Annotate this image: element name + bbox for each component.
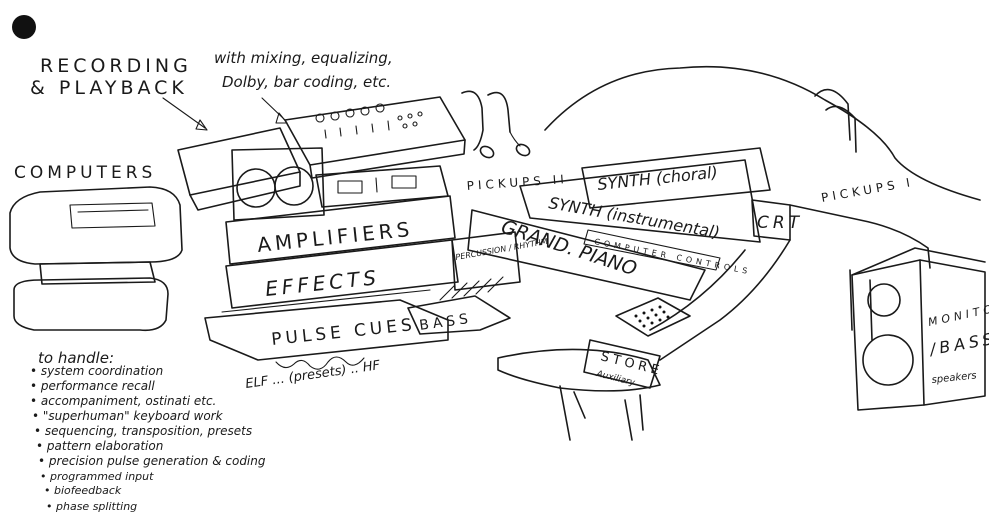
list-item: • performance recall	[30, 379, 155, 393]
list-item: • system coordination	[30, 364, 163, 378]
playback-title: & PLAYBACK	[30, 77, 188, 99]
computers-title: COMPUTERS	[14, 163, 156, 183]
synth-choral-label: SYNTH (choral)	[596, 162, 718, 194]
list-item: • precision pulse generation & coding	[38, 454, 266, 468]
computer-terminal	[10, 187, 182, 264]
pickups-ii: PICKUPS II	[462, 91, 568, 193]
deck-right	[285, 97, 465, 165]
deck-left	[178, 128, 300, 195]
list-item: • pattern elaboration	[36, 439, 163, 453]
list-item: • programmed input	[40, 470, 154, 483]
amplifier-stack: AMPLIFIERS EFFECTS PULSE CUES ELF ... (p…	[205, 196, 458, 392]
recording-title: RECORDING	[40, 55, 192, 77]
crt-label: CRT	[757, 213, 803, 233]
task-list: to handle: • system coordination • perfo…	[30, 349, 266, 513]
list-item: • biofeedback	[44, 484, 122, 497]
pulse-cues-label: PULSE CUES	[270, 315, 416, 350]
amplifiers-label: AMPLIFIERS	[256, 217, 414, 257]
computers-group: COMPUTERS	[10, 163, 182, 330]
pickups-i: PICKUPS I	[820, 175, 915, 205]
speaker-cone-left	[237, 169, 275, 207]
synth-instrumental-label: SYNTH (instrumental)	[547, 193, 721, 242]
computer-drive	[14, 278, 168, 330]
speakers-label: speakers	[931, 370, 977, 386]
list-item: • sequencing, transposition, presets	[34, 424, 252, 438]
computer-base	[40, 262, 155, 284]
dolby-note: Dolby, bar coding, etc.	[222, 73, 391, 91]
effects-label: EFFECTS	[264, 265, 381, 301]
computer-screen	[70, 203, 155, 228]
monitor-speaker: MONITOR /BASS speakers	[852, 248, 989, 410]
monitor-woofer-bottom	[863, 335, 913, 385]
keypad	[616, 298, 690, 336]
auxiliary-label: Auxiliary	[594, 369, 636, 389]
monitor-label: MONITOR	[927, 299, 989, 328]
list-item: • accompaniment, ostinati etc.	[30, 394, 216, 408]
monitor-bass-label: /BASS	[926, 329, 989, 360]
list-item: • "superhuman" keyboard work	[32, 409, 224, 423]
corner-dot	[12, 15, 36, 39]
list-item: • phase splitting	[46, 500, 137, 513]
mixing-note: with mixing, equalizing,	[214, 49, 393, 67]
rack-unit	[316, 166, 448, 207]
pickups-i-label: PICKUPS I	[820, 175, 915, 205]
monitor-woofer-top	[868, 284, 900, 316]
elf-hf-label: ELF ... (presets) .. HF	[244, 358, 381, 392]
